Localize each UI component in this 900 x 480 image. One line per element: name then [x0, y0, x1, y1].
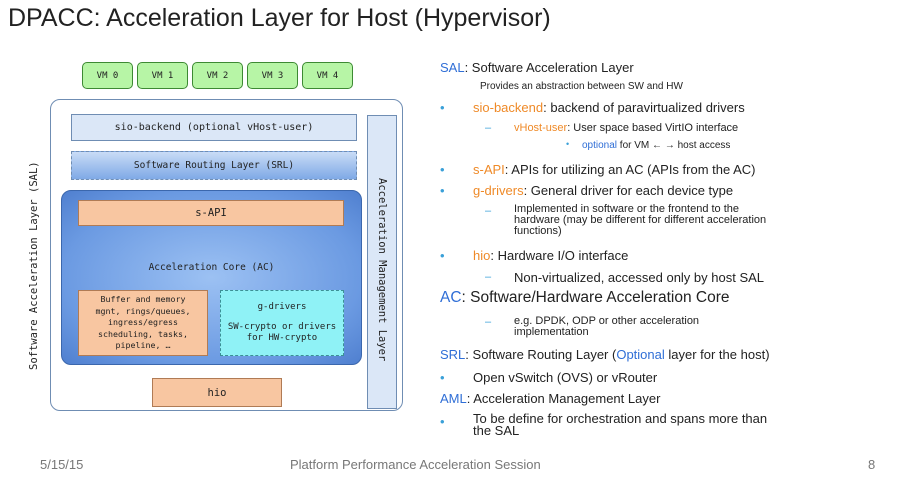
dash-icon: – — [485, 205, 492, 217]
bullet-icon: • — [440, 162, 445, 177]
aml-bar — [367, 115, 397, 409]
sal-definition: SAL: Software Acceleration Layer — [440, 60, 634, 75]
description-line: the SAL — [473, 423, 520, 438]
ac-definition: AC: Software/Hardware Acceleration Core — [440, 289, 729, 307]
definition: : Software Acceleration Layer — [464, 60, 634, 75]
bullet-icon: • — [440, 370, 445, 385]
g-drivers-title: g-drivers — [257, 302, 307, 312]
dash-icon: – — [485, 122, 492, 134]
definition: : User space based VirtIO interface — [567, 122, 739, 134]
buffer-line: mgnt, rings/queues, — [95, 305, 191, 316]
bullet-icon: • — [440, 248, 445, 263]
footer-title: Platform Performance Acceleration Sessio… — [290, 457, 541, 472]
buffer-line: ingress/egress — [108, 317, 178, 327]
vm-box: VM 3 — [247, 62, 298, 89]
optional-definition: optional for VM ← → host access — [582, 140, 730, 151]
g-drivers-line: SW-crypto or drivers — [227, 322, 337, 332]
page-number: 8 — [868, 457, 876, 472]
definition: : Software/Hardware Acceleration Core — [461, 289, 730, 306]
description-line: functions) — [514, 225, 562, 237]
sal-description: Provides an abstraction between SW and H… — [480, 81, 683, 92]
buffer-memory-box: Buffer and memory mgnt, rings/queues, in… — [78, 290, 208, 356]
description-line: Implemented in software or the frontend … — [514, 203, 740, 215]
sapi-definition: s-API: APIs for utilizing an AC (APIs fr… — [473, 162, 756, 177]
vhost-definition: vHost-user: User space based VirtIO inte… — [514, 122, 738, 134]
term: s-API — [473, 162, 505, 177]
buffer-line: scheduling, tasks, — [98, 328, 188, 339]
term: SAL — [440, 60, 465, 75]
sio-backend-box: sio-backend (optional vHost-user) — [71, 114, 357, 141]
term: AML — [440, 391, 467, 406]
term: sio-backend — [473, 100, 544, 115]
description-line: implementation — [514, 326, 589, 338]
hio-description: Non-virtualized, accessed only by host S… — [514, 270, 765, 285]
slide-title: DPACC: Acceleration Layer for Host (Hype… — [8, 4, 551, 32]
vm-box: VM 4 — [302, 62, 353, 89]
description-line: hardware (may be different for different… — [514, 214, 767, 226]
vm-box: VM 2 — [192, 62, 243, 89]
acceleration-core-label: Acceleration Core (AC) — [148, 262, 275, 273]
term: SRL — [440, 347, 466, 362]
ac-description: e.g. DPDK, ODP or other acceleration imp… — [514, 316, 699, 338]
description-line: e.g. DPDK, ODP or other acceleration — [514, 315, 700, 327]
term: optional — [582, 140, 618, 151]
footer-date: 5/15/15 — [40, 457, 84, 472]
vm-box: VM 1 — [137, 62, 188, 89]
definition: : Hardware I/O interface — [490, 248, 629, 263]
definition: : General driver for each device type — [523, 183, 734, 198]
bullet-icon: • — [440, 100, 445, 115]
bullet-icon: • — [440, 414, 445, 429]
bullet-icon: • — [440, 183, 445, 198]
definition: for VM ← → host access — [617, 140, 731, 151]
buffer-line: Buffer and memory — [100, 294, 186, 304]
aml-definition: AML: Acceleration Management Layer — [440, 391, 660, 406]
srl-definition: SRL: Software Routing Layer (Optional la… — [440, 347, 770, 362]
aml-vertical-label: Acceleration Management Layer — [376, 178, 388, 362]
sio-definition: sio-backend: backend of paravirtualized … — [473, 100, 745, 115]
definition: : Acceleration Management Layer — [466, 391, 661, 406]
definition: : Software Routing Layer ( — [465, 347, 617, 362]
description-line: To be define for orchestration and spans… — [473, 411, 768, 426]
hio-definition: hio: Hardware I/O interface — [473, 248, 628, 263]
g-drivers-line: for HW-crypto — [246, 333, 318, 343]
srl-box: Software Routing Layer (SRL) — [71, 151, 357, 180]
s-api-box: s-API — [78, 200, 344, 226]
g-drivers-box: g-drivers SW-crypto or drivers for HW-cr… — [220, 290, 344, 356]
sal-vertical-label: Software Acceleration Layer (SAL) — [28, 161, 40, 370]
srl-description: Open vSwitch (OVS) or vRouter — [473, 370, 658, 385]
gdrivers-definition: g-drivers: General driver for each devic… — [473, 183, 733, 198]
buffer-line: pipeline, … — [115, 340, 171, 350]
dash-icon: – — [485, 271, 492, 283]
gdrivers-description: Implemented in software or the frontend … — [514, 204, 766, 237]
term: vHost-user — [514, 122, 568, 134]
term: g-drivers — [473, 183, 524, 198]
bullet-icon: • — [566, 139, 570, 149]
definition: : APIs for utilizing an AC (APIs from th… — [504, 162, 756, 177]
hio-box: hio — [152, 378, 282, 407]
optional-text: Optional — [616, 347, 665, 362]
dash-icon: – — [485, 316, 492, 328]
definition: : backend of paravirtualized drivers — [543, 100, 745, 115]
vm-box: VM 0 — [82, 62, 133, 89]
term: AC — [440, 289, 462, 306]
term: hio — [473, 248, 491, 263]
aml-description: To be define for orchestration and spans… — [473, 411, 768, 438]
definition: layer for the host) — [664, 347, 770, 362]
